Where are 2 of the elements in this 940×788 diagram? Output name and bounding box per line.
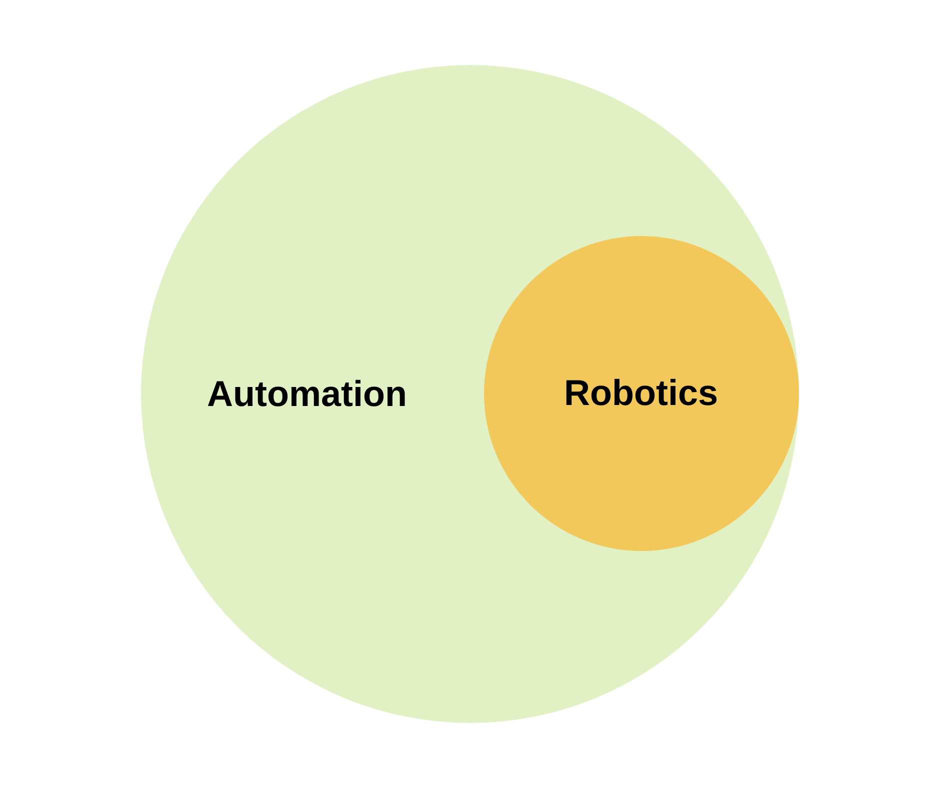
circle-label: Automation: [207, 372, 407, 416]
circle-label: Robotics: [564, 371, 718, 415]
